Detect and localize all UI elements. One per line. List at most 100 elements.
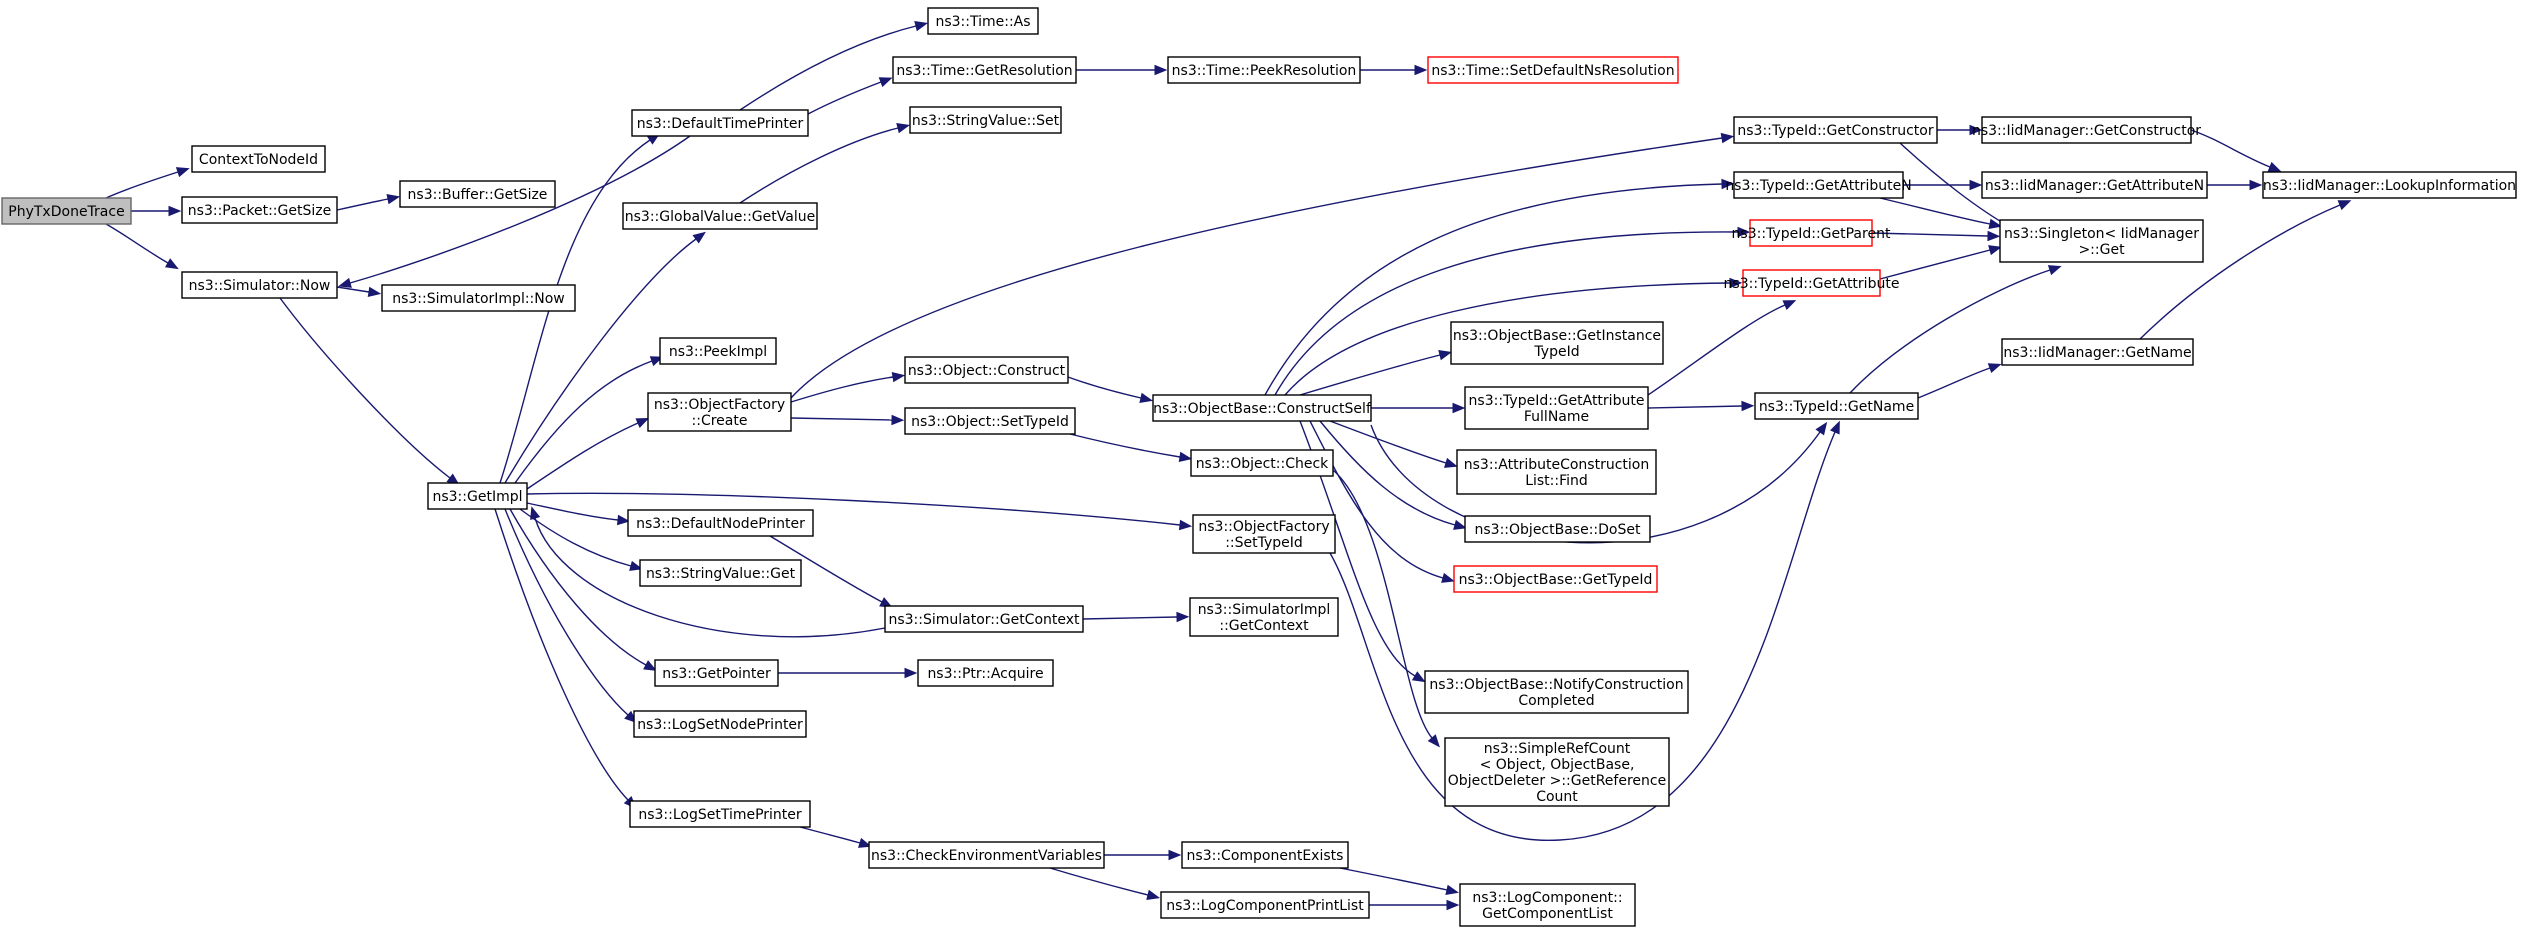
node-tidgetparent[interactable]: ns3::TypeId::GetParent	[1732, 219, 1891, 247]
node-ofsettypeid[interactable]: ns3::ObjectFactory::SetTypeId	[1192, 514, 1336, 554]
node-tidgetattr[interactable]: ns3::TypeId::GetAttribute	[1724, 269, 1900, 297]
node-simimplgetctx[interactable]: ns3::SimulatorImpl::GetContext	[1189, 597, 1339, 637]
edge-line	[1879, 249, 1991, 280]
node-label: ::Create	[692, 413, 748, 429]
node-getimpl[interactable]: ns3::GetImpl	[427, 482, 528, 510]
node-obnotify[interactable]: ns3::ObjectBase::NotifyConstructionCompl…	[1424, 670, 1689, 714]
node-label: ns3::TypeId::GetParent	[1732, 226, 1891, 242]
arrowhead-icon	[530, 506, 541, 520]
node-bufsize[interactable]: ns3::Buffer::GetSize	[399, 180, 556, 208]
node-box	[181, 196, 338, 224]
node-tidgetctor[interactable]: ns3::TypeId::GetConstructor	[1733, 116, 1938, 144]
edge-tidgetattrn-to-iidgetattrn	[1903, 179, 1983, 191]
edge-line	[336, 286, 370, 293]
node-timegetres[interactable]: ns3::Time::GetResolution	[892, 56, 1077, 84]
node-label: ns3::Packet::GetSize	[188, 203, 331, 219]
node-strvalset[interactable]: ns3::StringValue::Set	[909, 106, 1062, 134]
node-simplerefcount[interactable]: ns3::SimpleRefCount< Object, ObjectBase,…	[1444, 737, 1670, 807]
edge-line	[1879, 197, 1991, 225]
node-label: GetComponentList	[1482, 906, 1613, 922]
edge-line	[1284, 282, 1731, 396]
node-obdoset[interactable]: ns3::ObjectBase::DoSet	[1464, 515, 1651, 543]
node-constructself[interactable]: ns3::ObjectBase::ConstructSelf	[1152, 394, 1372, 422]
edge-line	[1264, 183, 1723, 396]
node-ptracquire[interactable]: ns3::Ptr::Acquire	[917, 659, 1054, 687]
edges-layer	[105, 20, 2352, 911]
edge-line	[739, 25, 917, 111]
node-ctxnode[interactable]: ContextToNodeId	[191, 145, 326, 173]
node-box	[884, 605, 1084, 633]
node-label: ns3::LogSetNodePrinter	[637, 717, 803, 733]
node-checkenv[interactable]: ns3::CheckEnvironmentVariables	[868, 841, 1105, 869]
edge-tidgetattrfull-to-tidgetattr	[1647, 300, 1797, 396]
edge-line	[2190, 129, 2271, 168]
edge-constructself-to-obdoset	[1319, 420, 1467, 530]
node-label: ns3::Time::As	[935, 14, 1030, 30]
node-logsetnode[interactable]: ns3::LogSetNodePrinter	[633, 710, 807, 738]
node-getpointer[interactable]: ns3::GetPointer	[654, 659, 779, 687]
node-box	[1167, 56, 1361, 84]
edge-simgetctx-to-getimpl	[530, 506, 886, 638]
arrowhead-icon	[367, 286, 382, 298]
edge-phytx-to-ctxnode	[105, 167, 190, 199]
node-tidgetattrn[interactable]: ns3::TypeId::GetAttributeN	[1725, 171, 1912, 199]
node-logsettime[interactable]: ns3::LogSetTimePrinter	[629, 800, 811, 828]
node-label: ns3::StringValue::Get	[646, 566, 796, 582]
node-timeas[interactable]: ns3::Time::As	[927, 7, 1039, 35]
node-logcompprint[interactable]: ns3::LogComponentPrintList	[1160, 891, 1370, 919]
node-iidgetctor[interactable]: ns3::IidManager::GetConstructor	[1972, 116, 2201, 144]
node-box	[1456, 449, 1657, 495]
node-objconstruct[interactable]: ns3::Object::Construct	[904, 356, 1069, 384]
node-label: ns3::SimulatorImpl	[1198, 602, 1331, 618]
node-box	[191, 145, 326, 173]
edge-line	[534, 517, 886, 638]
edge-logcompprint-to-getcomplist	[1369, 899, 1460, 911]
node-compexists[interactable]: ns3::ComponentExists	[1181, 841, 1349, 869]
arrowhead-icon	[1720, 132, 1735, 144]
node-label: ns3::TypeId::GetAttributeN	[1725, 178, 1911, 194]
node-peekimpl[interactable]: ns3::PeekImpl	[659, 337, 777, 365]
nodes-layer: PhyTxDoneTrace ContextToNodeIdns3::Packet…	[1, 7, 2517, 927]
node-getcomplist[interactable]: ns3::LogComponent::GetComponentList	[1459, 883, 1636, 927]
node-singletonget[interactable]: ns3::Singleton< IidManager>::Get	[1999, 219, 2204, 263]
node-box	[1190, 449, 1334, 477]
node-tidgetname[interactable]: ns3::TypeId::GetName	[1754, 392, 1919, 420]
arrowhead-icon	[386, 193, 401, 205]
edge-line	[1309, 420, 1444, 579]
edge-getimpl-to-ofcreate	[526, 417, 650, 490]
node-simnow[interactable]: ns3::Simulator::Now	[181, 271, 338, 299]
node-simgetctx[interactable]: ns3::Simulator::GetContext	[884, 605, 1084, 633]
node-timesetdef[interactable]: ns3::Time::SetDefaultNsResolution	[1427, 56, 1679, 84]
node-pktsize[interactable]: ns3::Packet::GetSize	[181, 196, 338, 224]
node-ofcreate[interactable]: ns3::ObjectFactory::Create	[647, 392, 792, 432]
node-strvalget[interactable]: ns3::StringValue::Get	[639, 559, 802, 587]
edge-line	[1299, 354, 1441, 396]
node-label: ns3::ComponentExists	[1187, 848, 1344, 864]
node-iidgetattrn[interactable]: ns3::IidManager::GetAttributeN	[1981, 171, 2208, 199]
node-phytx[interactable]: PhyTxDoneTrace	[1, 197, 132, 225]
node-timepeekres[interactable]: ns3::Time::PeekResolution	[1167, 56, 1361, 84]
edge-line	[336, 198, 389, 211]
edge-objcheck-to-simplerefcount	[1332, 469, 1440, 748]
node-deftime[interactable]: ns3::DefaultTimePrinter	[631, 109, 809, 137]
node-objsettypeid[interactable]: ns3::Object::SetTypeId	[904, 407, 1076, 435]
node-defnode[interactable]: ns3::DefaultNodePrinter	[627, 509, 814, 537]
node-label: ns3::SimpleRefCount	[1484, 741, 1631, 757]
edge-tidgetparent-to-singletonget	[1871, 230, 2001, 242]
node-gvgetvalue[interactable]: ns3::GlobalValue::GetValue	[622, 202, 818, 230]
node-simimplnow[interactable]: ns3::SimulatorImpl::Now	[381, 284, 576, 312]
edge-constructself-to-tidgetattrfull	[1371, 402, 1466, 414]
edge-line	[1067, 376, 1142, 399]
edge-line	[105, 223, 169, 264]
node-box	[2262, 171, 2517, 199]
node-objcheck[interactable]: ns3::Object::Check	[1190, 449, 1334, 477]
arrowhead-icon	[1441, 572, 1455, 583]
node-iidgetname[interactable]: ns3::IidManager::GetName	[2001, 338, 2194, 366]
node-iidlookup[interactable]: ns3::IidManager::LookupInformation	[2262, 171, 2517, 199]
node-obgettypeid[interactable]: ns3::ObjectBase::GetTypeId	[1453, 565, 1658, 593]
arrowhead-icon	[1988, 245, 2002, 256]
